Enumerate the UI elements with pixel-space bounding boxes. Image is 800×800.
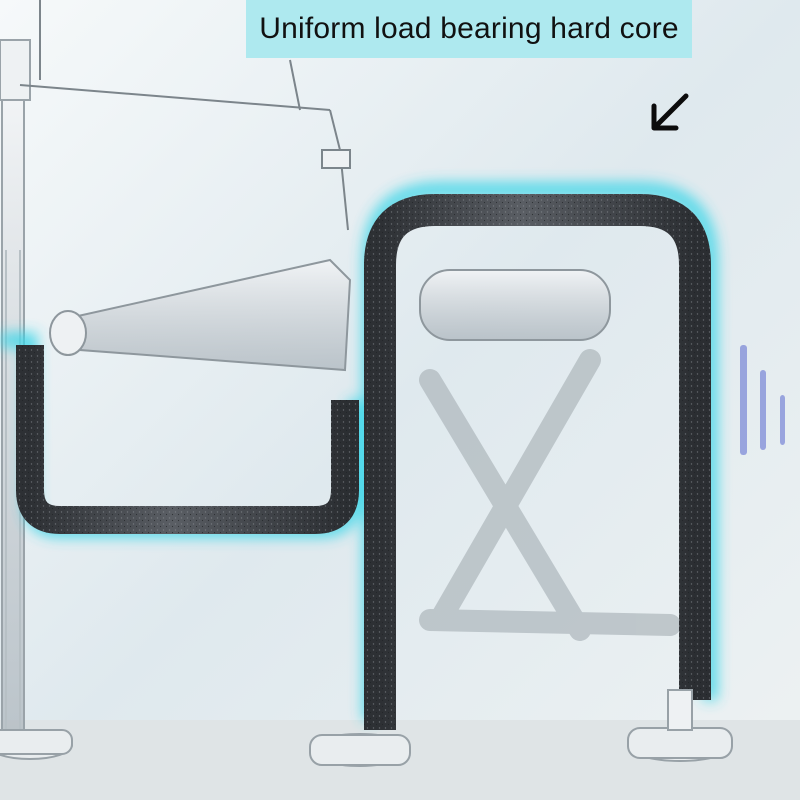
arrow-down-left-icon [651,93,689,131]
vibration-arcs [740,345,785,455]
transparent-top-bar [419,269,611,341]
left-transparent-leg [0,39,31,751]
main-u-frame [364,194,711,730]
banner-title: Uniform load bearing hard core [259,12,679,45]
left-arm-frame [16,345,359,534]
transparent-cross-legs [419,349,681,641]
springs [19,0,351,231]
transparent-seat [49,258,352,372]
title-banner: Uniform load bearing hard core [246,0,692,58]
feet [0,689,733,767]
